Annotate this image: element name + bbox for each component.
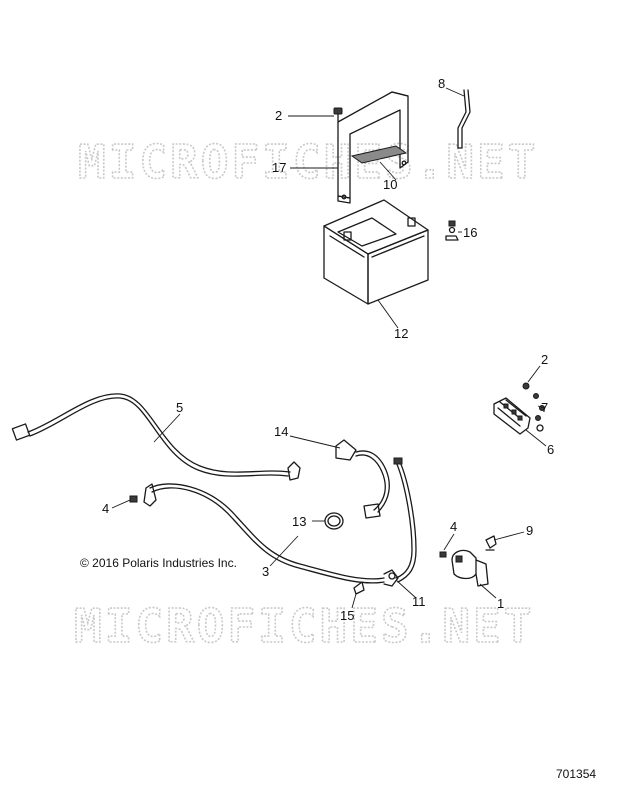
callout-cable-tie: 15 (340, 608, 354, 623)
watermark-bottom: MICROFICHES.NET (74, 599, 534, 653)
document-number: 701354 (556, 767, 597, 781)
cable-tie (353, 581, 365, 595)
hold-down-bracket (337, 91, 409, 204)
callout-fuse-washer: 7 (541, 400, 548, 415)
callout-ground-bolt-left: 4 (102, 501, 109, 516)
callout-relay: 1 (497, 596, 504, 611)
callout-strap: 8 (438, 76, 445, 91)
callout-negative-cable: 3 (262, 564, 269, 579)
fuse-block (493, 397, 531, 435)
leader-lines (111, 87, 547, 609)
callout-battery: 12 (394, 326, 408, 341)
battery (323, 199, 429, 305)
copyright-notice: © 2016 Polaris Industries Inc. (80, 556, 237, 570)
callout-fuse-nut: 2 (541, 352, 548, 367)
cable-extension (388, 457, 417, 583)
callout-terminal-hardware: 16 (463, 225, 477, 240)
terminal-hardware (445, 220, 459, 241)
callout-clamp: 13 (292, 514, 306, 529)
bracket-bolt (333, 107, 343, 123)
callout-hold-down: 17 (272, 160, 286, 175)
relay-clip (485, 535, 497, 551)
battery-pad (350, 145, 408, 164)
callout-pad: 10 (383, 177, 397, 192)
callout-positive-cable: 14 (274, 424, 288, 439)
relay-bolt (439, 551, 447, 558)
callout-cable-extension: 11 (412, 594, 426, 609)
hose-clamp (324, 512, 344, 530)
fuse-hardware (522, 382, 545, 432)
wire-harness-main (11, 393, 301, 481)
callout-relay-clip: 9 (526, 523, 533, 538)
ground-bolt-left (129, 495, 138, 503)
callout-fuse-block: 6 (547, 442, 554, 457)
callout-bracket-bolt: 2 (275, 108, 282, 123)
battery-strap (457, 89, 471, 149)
watermark-top: MICROFICHES.NET (78, 135, 538, 189)
positive-cable (335, 439, 390, 519)
relay (451, 549, 489, 587)
callout-harness-main: 5 (176, 400, 183, 415)
callout-relay-bolt: 4 (450, 519, 457, 534)
negative-cable (143, 483, 399, 587)
